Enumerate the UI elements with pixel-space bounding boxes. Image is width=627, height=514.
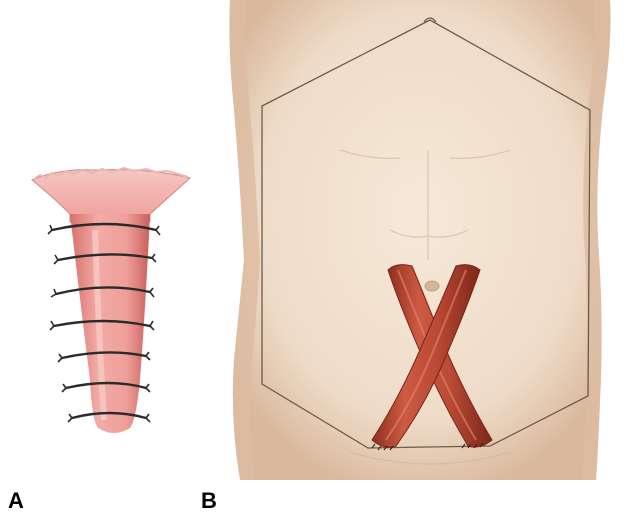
panel-b-label: B bbox=[201, 490, 217, 512]
flap-illustration bbox=[0, 0, 200, 514]
navel-icon bbox=[425, 281, 439, 291]
panel-a bbox=[0, 0, 200, 514]
panel-b bbox=[200, 0, 627, 514]
abdomen-illustration bbox=[200, 0, 627, 514]
panel-a-label: A bbox=[8, 490, 24, 512]
